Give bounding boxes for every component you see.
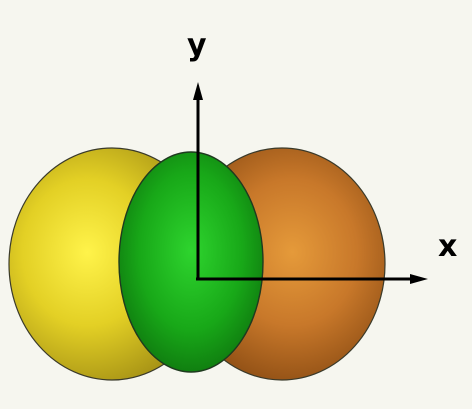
x-axis-arrow: [410, 274, 428, 284]
x-axis-label: x: [438, 229, 457, 264]
center-disc: [118, 151, 264, 373]
y-axis-label: y: [187, 28, 207, 63]
y-axis-arrow: [193, 82, 203, 100]
